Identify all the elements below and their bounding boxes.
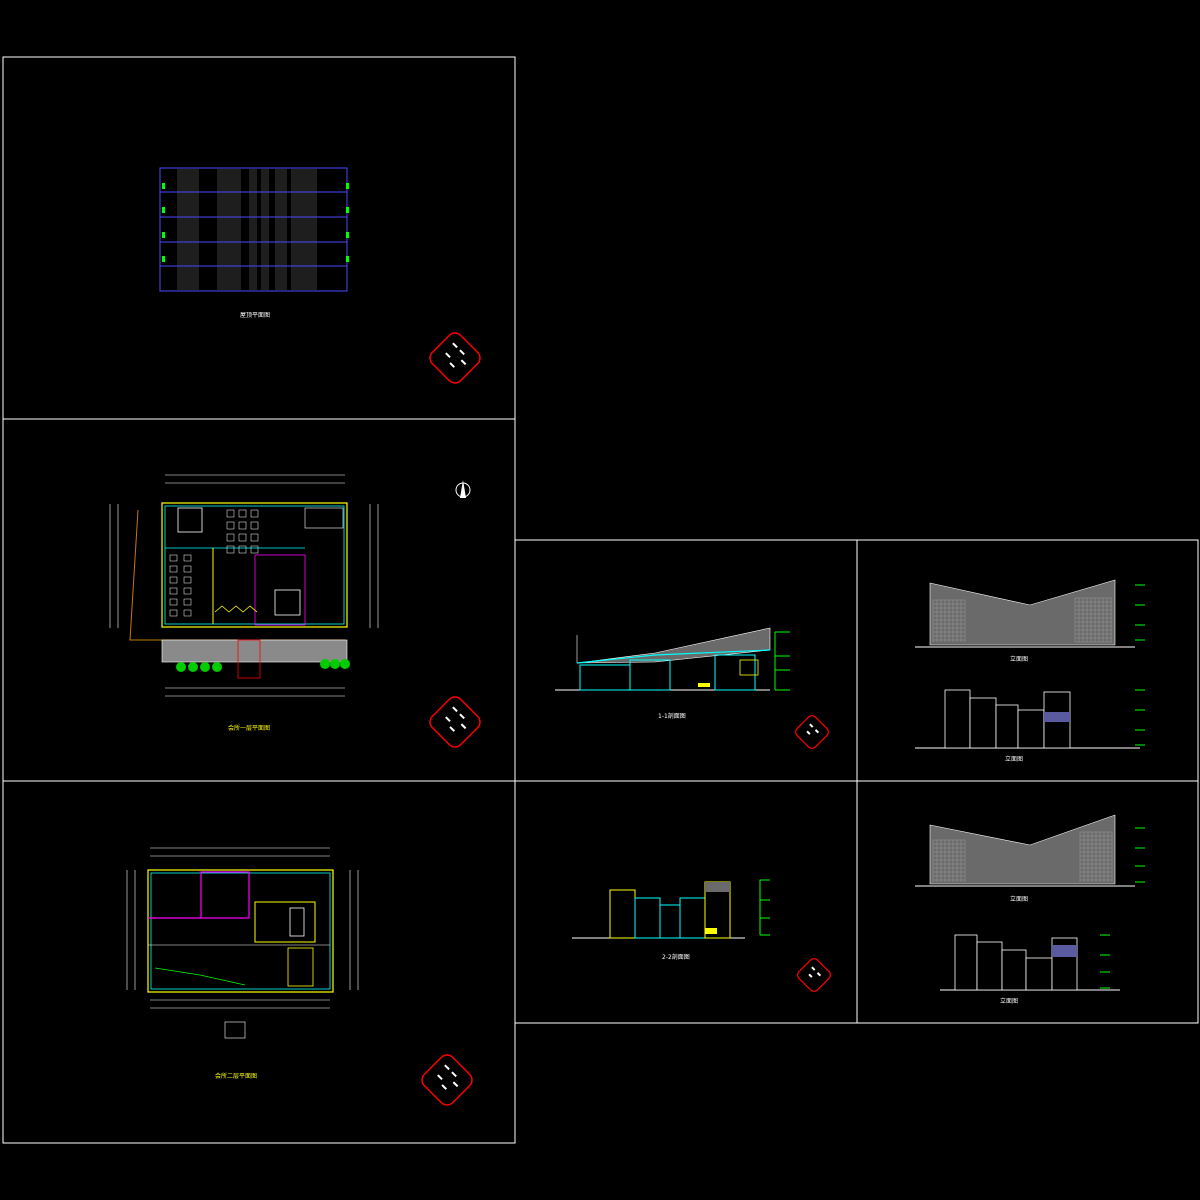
stamp-section-2-2 bbox=[797, 958, 831, 992]
stamp-floor2-plan bbox=[421, 1054, 473, 1106]
floor2-plan-drawing bbox=[126, 847, 359, 1039]
elevations-b-drawing bbox=[915, 814, 1145, 991]
section-1-1-title: 1-1剖面图 bbox=[658, 713, 686, 720]
floor2-plan-title: 会所二层平面图 bbox=[215, 1073, 258, 1080]
section-2-2-title: 2-2剖面图 bbox=[662, 954, 690, 961]
roof-hatch bbox=[177, 169, 317, 290]
floor1-plan-drawing bbox=[109, 474, 471, 697]
stamps bbox=[421, 332, 831, 1106]
floor1-plan-title: 会所一层平面图 bbox=[228, 725, 271, 732]
elevation-b-top-title: 立面图 bbox=[1010, 896, 1029, 903]
roof-plan-title: 屋顶平面图 bbox=[240, 312, 271, 319]
elevation-a-top-title: 立面图 bbox=[1010, 656, 1029, 663]
elevation-a-bottom-title: 立面图 bbox=[1005, 756, 1024, 763]
stamp-roof-plan bbox=[429, 332, 481, 384]
frame-floor2-plan bbox=[2, 780, 516, 1144]
roof-plan-drawing bbox=[159, 167, 349, 292]
frame-section-2-2 bbox=[514, 780, 858, 1024]
frame-elevations-b bbox=[856, 780, 1199, 1024]
stamp-floor1-plan bbox=[429, 696, 481, 748]
f1-furniture bbox=[169, 509, 259, 617]
stamp-section-1-1 bbox=[795, 715, 829, 749]
elevations-a-drawing bbox=[915, 579, 1145, 749]
elevation-window-grid bbox=[932, 597, 1112, 643]
elevation-window-grid bbox=[932, 831, 1113, 882]
elevation-b-bottom-title: 立面图 bbox=[1000, 998, 1019, 1005]
section-1-1-drawing bbox=[555, 627, 790, 691]
frame-roof-plan bbox=[2, 56, 516, 420]
section-2-2-drawing bbox=[572, 879, 770, 939]
sheet-frames bbox=[2, 56, 1199, 1144]
